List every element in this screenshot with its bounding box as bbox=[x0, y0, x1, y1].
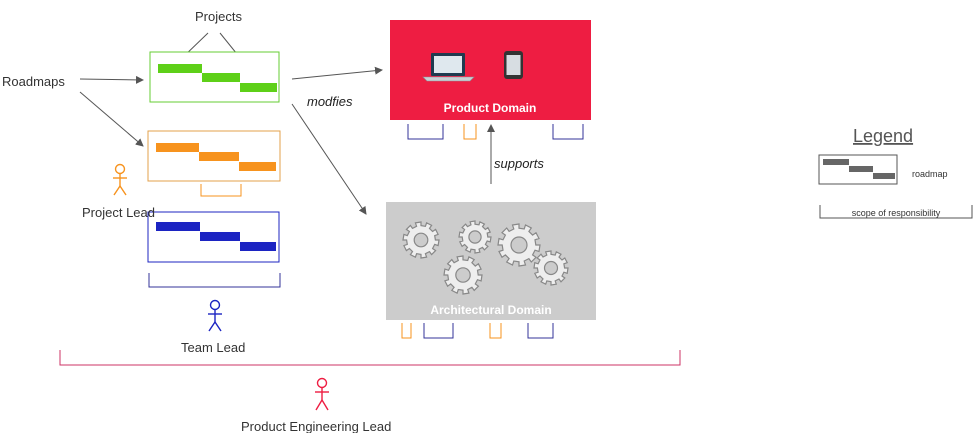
scope-bracket-blue bbox=[148, 273, 281, 288]
scope-bracket-arch-blue-1 bbox=[423, 323, 454, 339]
product-engineering-lead-label: Product Engineering Lead bbox=[241, 419, 391, 433]
phone-icon bbox=[504, 51, 523, 79]
legend-scope-bracket bbox=[819, 205, 973, 219]
product-domain-label: Product Domain bbox=[444, 101, 537, 115]
scope-bracket-product-orange bbox=[463, 124, 477, 140]
stick-figure-icon bbox=[114, 163, 126, 175]
legend: Legend roadmap scope of responsibility bbox=[818, 126, 973, 219]
arrows bbox=[79, 32, 495, 215]
architectural-domain-label: Architectural Domain bbox=[430, 303, 551, 317]
legend-title: Legend bbox=[853, 126, 913, 146]
team-lead-label: Team Lead bbox=[181, 340, 245, 355]
roadmap-green bbox=[149, 51, 280, 103]
gear-hub bbox=[510, 236, 528, 254]
arrow-green-to-product bbox=[291, 66, 383, 80]
roadmap-orange bbox=[147, 130, 281, 197]
arrow-green-to-architectural bbox=[291, 103, 367, 215]
project-lead-figure bbox=[113, 163, 127, 196]
roadmaps-label: Roadmaps bbox=[2, 74, 65, 89]
scope-bracket-orange bbox=[200, 184, 242, 197]
scope-bracket-product-engineering bbox=[59, 350, 681, 366]
project-lead-label: Project Lead bbox=[82, 205, 155, 220]
roadmap-blue bbox=[147, 211, 281, 288]
projects-label: Projects bbox=[195, 9, 242, 24]
arrow-roadmaps-to-green bbox=[79, 75, 144, 84]
gear-hub bbox=[543, 260, 559, 276]
product-engineering-lead-figure bbox=[315, 377, 329, 411]
arrow-roadmaps-to-orange bbox=[79, 91, 144, 147]
stick-figure-icon bbox=[316, 377, 328, 389]
product-domain-box: Product Domain bbox=[390, 20, 591, 120]
scope-bracket-product-2 bbox=[552, 124, 584, 140]
team-lead-figure bbox=[208, 299, 222, 332]
legend-roadmap-label: roadmap bbox=[912, 169, 948, 179]
gear-hub bbox=[468, 230, 482, 244]
modifies-label: modfies bbox=[307, 94, 353, 109]
scope-bracket-arch-blue-2 bbox=[527, 323, 554, 339]
laptop-icon bbox=[422, 53, 475, 82]
legend-scope-label: scope of responsibility bbox=[852, 208, 941, 218]
scope-bracket-product-1 bbox=[407, 124, 444, 140]
supports-label: supports bbox=[494, 156, 544, 171]
gear-hub bbox=[455, 267, 471, 283]
scope-bracket-arch-orange-1 bbox=[401, 323, 412, 339]
stick-figure-icon bbox=[209, 299, 221, 311]
gears-cluster bbox=[402, 220, 569, 295]
gear-hub bbox=[413, 232, 429, 248]
architectural-domain-box: Architectural Domain bbox=[386, 202, 596, 320]
scope-bracket-arch-orange-2 bbox=[489, 323, 502, 339]
